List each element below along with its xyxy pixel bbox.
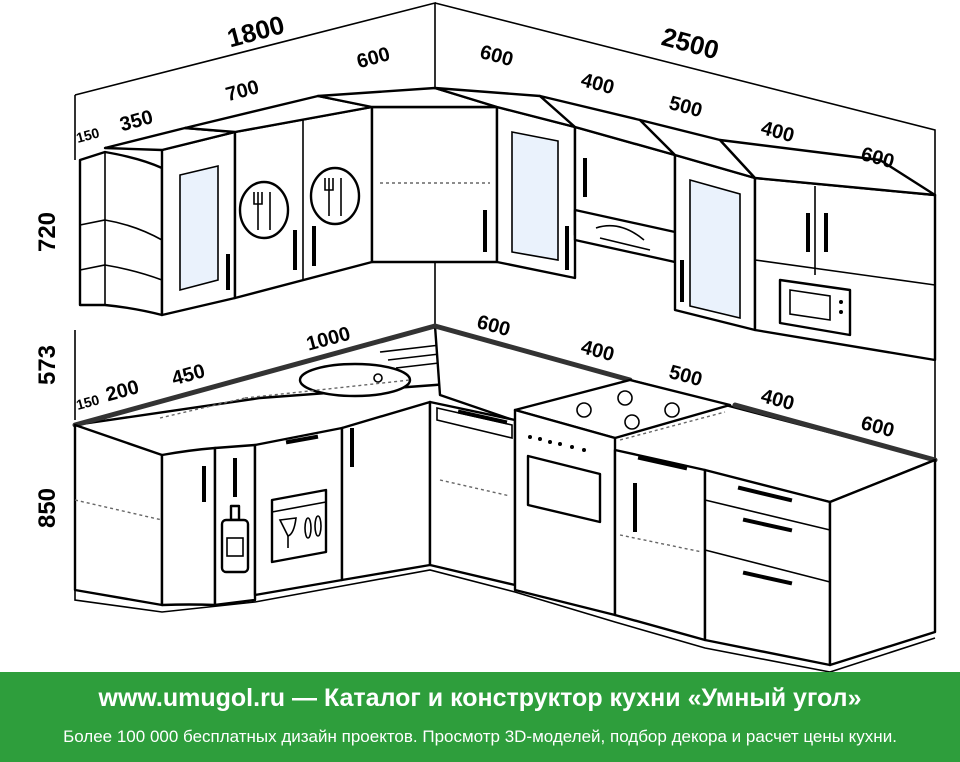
glass-door (511, 131, 559, 261)
upper-cabinet-microwave (718, 138, 937, 362)
oven-icon (526, 454, 602, 524)
dim-upper-left-4: 600 (354, 43, 392, 73)
dim-height-lower: 850 (34, 488, 61, 528)
dim-lower-right-2: 400 (579, 336, 617, 366)
upper-cabinet-glass-right (433, 86, 577, 280)
dim-upper-left-1: 150 (74, 124, 101, 146)
dim-upper-right-2: 400 (579, 69, 617, 99)
dim-height-gap: 573 (34, 345, 61, 385)
dishwasher-icon (270, 488, 328, 564)
upper-cabinet-hood (538, 94, 677, 264)
lower-dishwasher (253, 426, 344, 597)
lower-corner-bottle (160, 443, 257, 607)
dim-upper-left-2: 350 (117, 106, 155, 136)
glass-door (179, 164, 219, 292)
dim-lower-right-5: 600 (859, 412, 897, 442)
dim-lower-left-2: 200 (103, 376, 141, 406)
cutlery-icon (238, 180, 290, 240)
banner-title[interactable]: www.umugol.ru — Каталог и конструктор ку… (98, 684, 862, 712)
banner-subtitle: Более 100 000 бесплатных дизайн проектов… (63, 727, 897, 746)
lower-cabinet-right-1 (613, 448, 707, 642)
lower-oven (513, 408, 617, 617)
lower-cabinet-end (828, 458, 937, 667)
upper-cabinet-glass-right-2 (638, 118, 757, 332)
dim-lower-left-3: 450 (169, 360, 207, 390)
dim-lower-left-1: 150 (74, 391, 101, 413)
dim-upper-right-1: 600 (478, 41, 516, 71)
footer-banner: www.umugol.ru — Каталог и конструктор ку… (0, 672, 960, 762)
dim-height-upper: 720 (34, 212, 61, 252)
dim-lower-right-3: 500 (667, 361, 705, 391)
upper-open-shelf (78, 150, 164, 317)
dim-upper-right-4: 400 (759, 117, 797, 147)
kitchen-drawing: 1800 2500 720 573 850 150 350 700 600 60… (34, 1, 938, 672)
lower-end-cabinet (73, 423, 164, 607)
upper-cabinet-plates (183, 94, 374, 300)
dim-total-right: 2500 (659, 21, 723, 65)
dim-total-left: 1800 (224, 9, 288, 53)
bottle-icon (220, 504, 250, 574)
upper-corner-cabinet (316, 86, 499, 264)
microwave-icon (778, 278, 852, 337)
dim-upper-left-3: 700 (223, 76, 261, 106)
dim-upper-right-3: 500 (667, 92, 705, 122)
lower-drawers (703, 468, 832, 667)
cutlery-icon (309, 166, 361, 226)
glass-door (689, 178, 741, 320)
lower-sink-cabinet (340, 400, 432, 582)
lower-corner-right (428, 400, 517, 587)
